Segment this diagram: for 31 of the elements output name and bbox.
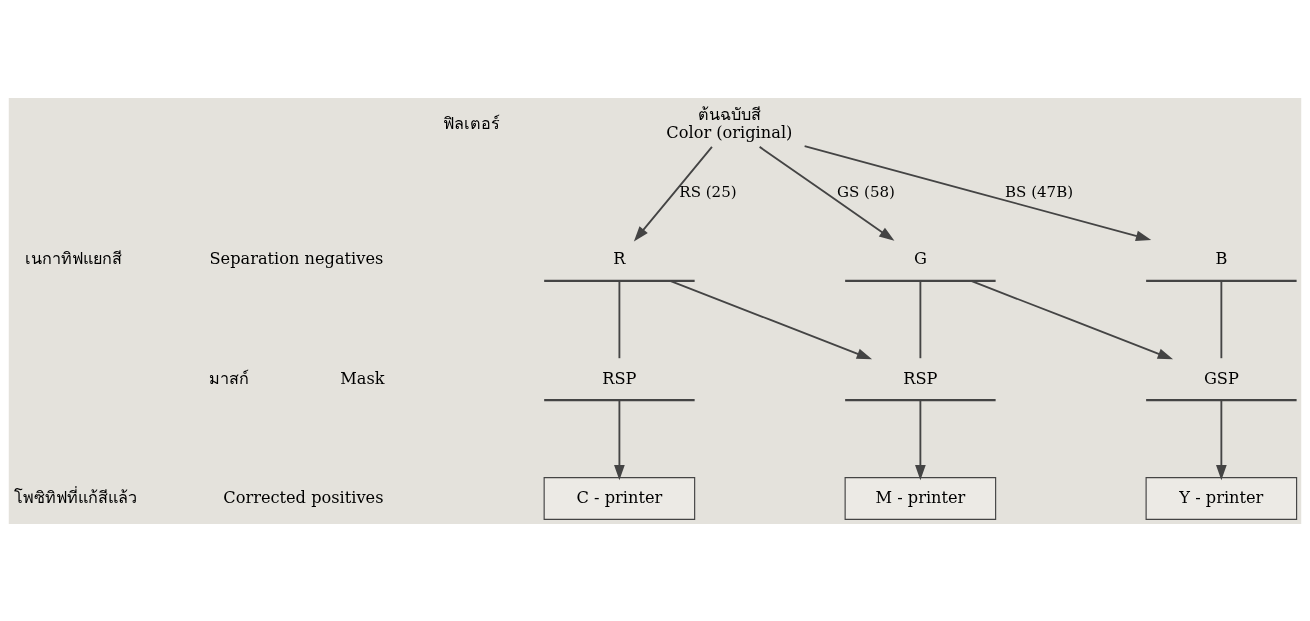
connector: [1220, 279, 1223, 359]
arrow: [614, 398, 625, 480]
label: Mask: [340, 368, 385, 388]
node-text: RSP: [903, 368, 938, 388]
edge-label: RS (25): [679, 182, 737, 201]
node-text: RSP: [602, 368, 637, 388]
edge-label: GS (58): [837, 182, 895, 201]
node-text: ต้นฉบับสี Color (original): [666, 104, 793, 142]
node-text: B: [1215, 248, 1228, 268]
edge-label: BS (47B): [1005, 182, 1074, 201]
arrow: [669, 279, 873, 359]
arrow: [633, 145, 713, 241]
arrow: [803, 144, 1152, 241]
connector: [618, 279, 621, 359]
arrow: [1216, 398, 1227, 480]
node-text: GSP: [1203, 368, 1239, 388]
label: Corrected positives: [223, 487, 384, 507]
arrow: [915, 398, 926, 480]
node-box: C - printer: [543, 476, 696, 520]
label: Separation negatives: [209, 248, 384, 268]
label: ฟิลเตอร์: [442, 113, 500, 133]
node-box: M - printer: [844, 476, 997, 520]
label: เนกาทิฟแยกสี: [24, 248, 122, 268]
connector: [919, 279, 922, 359]
node-box: Y - printer: [1145, 476, 1298, 520]
node-text: R: [613, 248, 626, 268]
label: โพซิทิฟที่แก้สีแล้ว: [13, 487, 137, 507]
label: มาสก์: [209, 368, 250, 388]
arrow: [758, 145, 895, 241]
node-text: G: [913, 248, 927, 268]
arrow: [970, 279, 1174, 359]
